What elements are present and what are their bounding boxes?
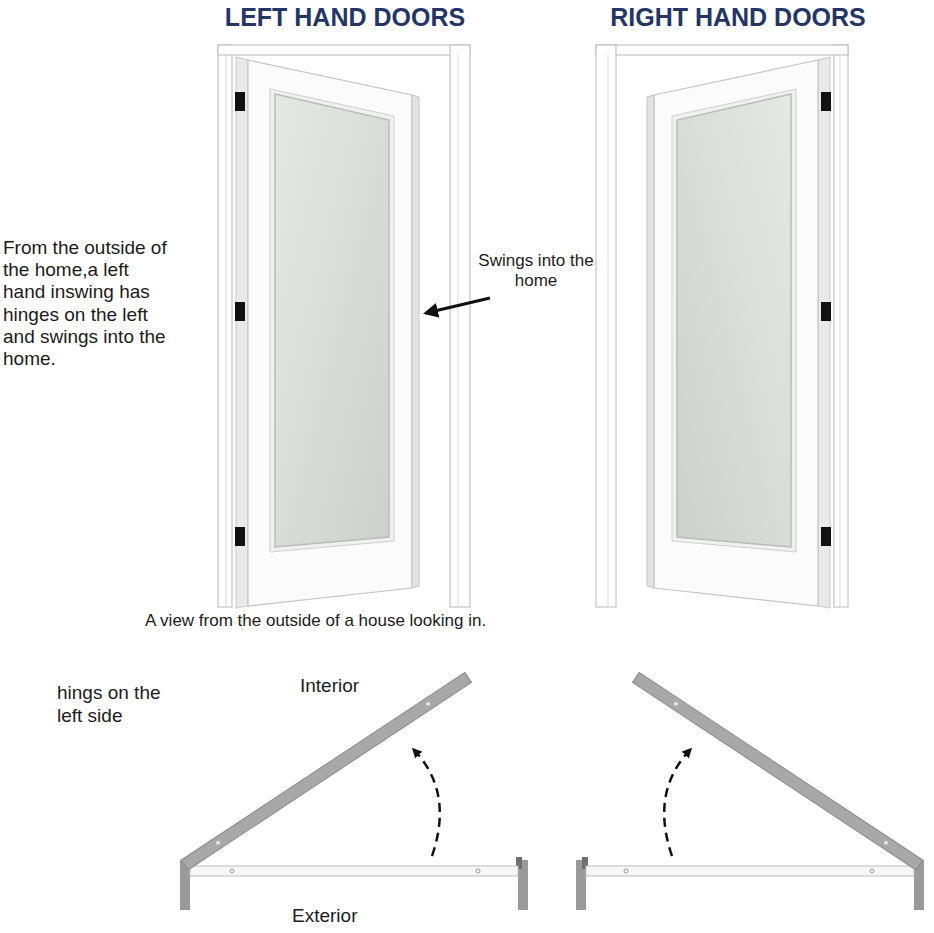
side-label: Interior (300, 675, 400, 698)
callout-arrow (426, 298, 490, 313)
note: From the outside of the home,a left hand… (3, 237, 175, 370)
left-plan (180, 672, 528, 910)
note: hings on the left side (57, 682, 182, 728)
caption-text: A view from the outside of a house looki… (145, 611, 565, 631)
right-door (596, 45, 848, 608)
right-plan (576, 672, 924, 910)
side-label: Exterior (292, 905, 392, 928)
heading: RIGHT HAND DOORS (588, 2, 888, 32)
heading: LEFT HAND DOORS (195, 2, 495, 32)
callout-text: Swings into the home (476, 251, 596, 290)
left-door (218, 45, 470, 608)
